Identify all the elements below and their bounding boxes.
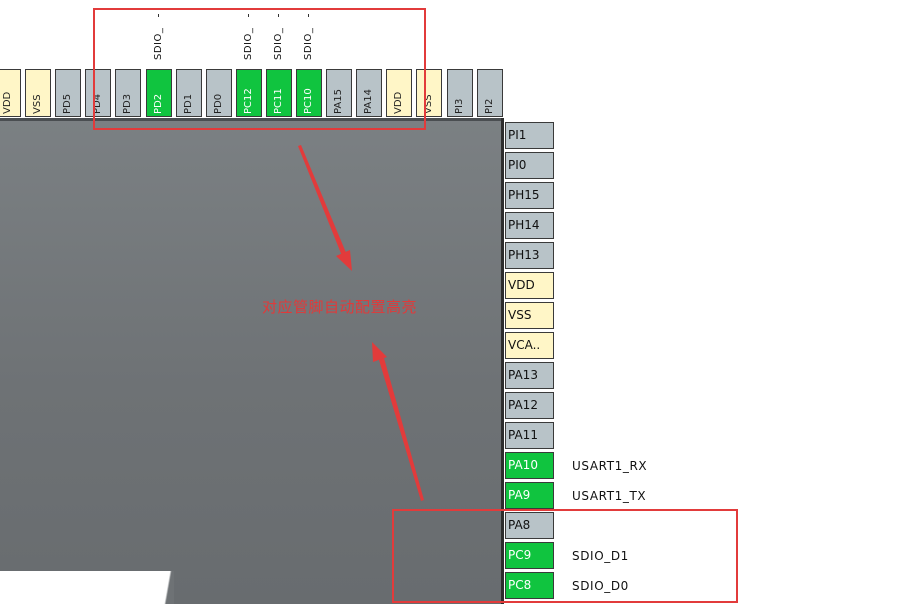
top-pin-vdd[interactable]: VDD xyxy=(386,69,412,117)
right-pin-ph15[interactable]: PH15 xyxy=(505,182,554,209)
chip-edge-right xyxy=(501,118,504,604)
top-pin-pd0[interactable]: PD0 xyxy=(206,69,232,117)
right-pin-pc9[interactable]: PC9 xyxy=(505,542,554,569)
top-pin-pc12[interactable]: PC12 xyxy=(236,69,262,117)
right-signal-label: USART1_TX xyxy=(572,489,647,503)
right-pin-pa13[interactable]: PA13 xyxy=(505,362,554,389)
signal-tick xyxy=(278,14,279,17)
right-pin-vdd[interactable]: VDD xyxy=(505,272,554,299)
annotation-text: 对应管脚自动配置高亮 xyxy=(262,298,418,316)
right-pin-vss[interactable]: VSS xyxy=(505,302,554,329)
right-signal-label: SDIO_D0 xyxy=(572,579,629,593)
signal-tick xyxy=(248,14,249,17)
signal-tick xyxy=(308,14,309,17)
annotation-box-bottom xyxy=(392,509,738,603)
right-pin-ph13[interactable]: PH13 xyxy=(505,242,554,269)
right-signal-label: SDIO_D1 xyxy=(572,549,629,563)
top-pin-pd5[interactable]: PD5 xyxy=(55,69,81,117)
top-signal-label: SDIO_ xyxy=(236,14,262,60)
top-signal-label: SDIO_ xyxy=(266,14,292,60)
right-pin-pi0[interactable]: PI0 xyxy=(505,152,554,179)
right-pin-pa8[interactable]: PA8 xyxy=(505,512,554,539)
top-pin-pa15[interactable]: PA15 xyxy=(326,69,352,117)
right-pin-pa12[interactable]: PA12 xyxy=(505,392,554,419)
right-pin-pa11[interactable]: PA11 xyxy=(505,422,554,449)
top-pin-pd2[interactable]: PD2 xyxy=(146,69,172,117)
top-pin-pd1[interactable]: PD1 xyxy=(176,69,202,117)
top-pin-pa14[interactable]: PA14 xyxy=(356,69,382,117)
top-pin-pd3[interactable]: PD3 xyxy=(115,69,141,117)
arrow-down-icon xyxy=(298,145,352,271)
right-pin-pa9[interactable]: PA9 xyxy=(505,482,554,509)
right-pin-pi1[interactable]: PI1 xyxy=(505,122,554,149)
top-pin-pd4[interactable]: PD4 xyxy=(85,69,111,117)
top-pin-vss[interactable]: VSS xyxy=(25,69,51,117)
chip-corner-cutout xyxy=(0,571,168,604)
top-pin-pi2[interactable]: PI2 xyxy=(477,69,503,117)
arrow-up-icon xyxy=(372,342,424,501)
chip-edge-top xyxy=(0,118,504,121)
top-pin-vdd[interactable]: VDD xyxy=(0,69,21,117)
top-pin-vss[interactable]: VSS xyxy=(416,69,442,117)
right-pin-ph14[interactable]: PH14 xyxy=(505,212,554,239)
top-pin-pc10[interactable]: PC10 xyxy=(296,69,322,117)
top-pin-pc11[interactable]: PC11 xyxy=(266,69,292,117)
top-signal-label: SDIO_ xyxy=(146,14,172,60)
chip-corner-edge xyxy=(162,571,174,604)
right-pin-pa10[interactable]: PA10 xyxy=(505,452,554,479)
top-signal-label: SDIO_ xyxy=(296,14,322,60)
chip-body xyxy=(0,120,503,604)
top-pin-pi3[interactable]: PI3 xyxy=(447,69,473,117)
right-signal-label: USART1_RX xyxy=(572,459,648,473)
right-pin-pc8[interactable]: PC8 xyxy=(505,572,554,599)
annotation-box-top xyxy=(93,8,426,130)
signal-tick xyxy=(158,14,159,17)
right-pin-vca[interactable]: VCA.. xyxy=(505,332,554,359)
